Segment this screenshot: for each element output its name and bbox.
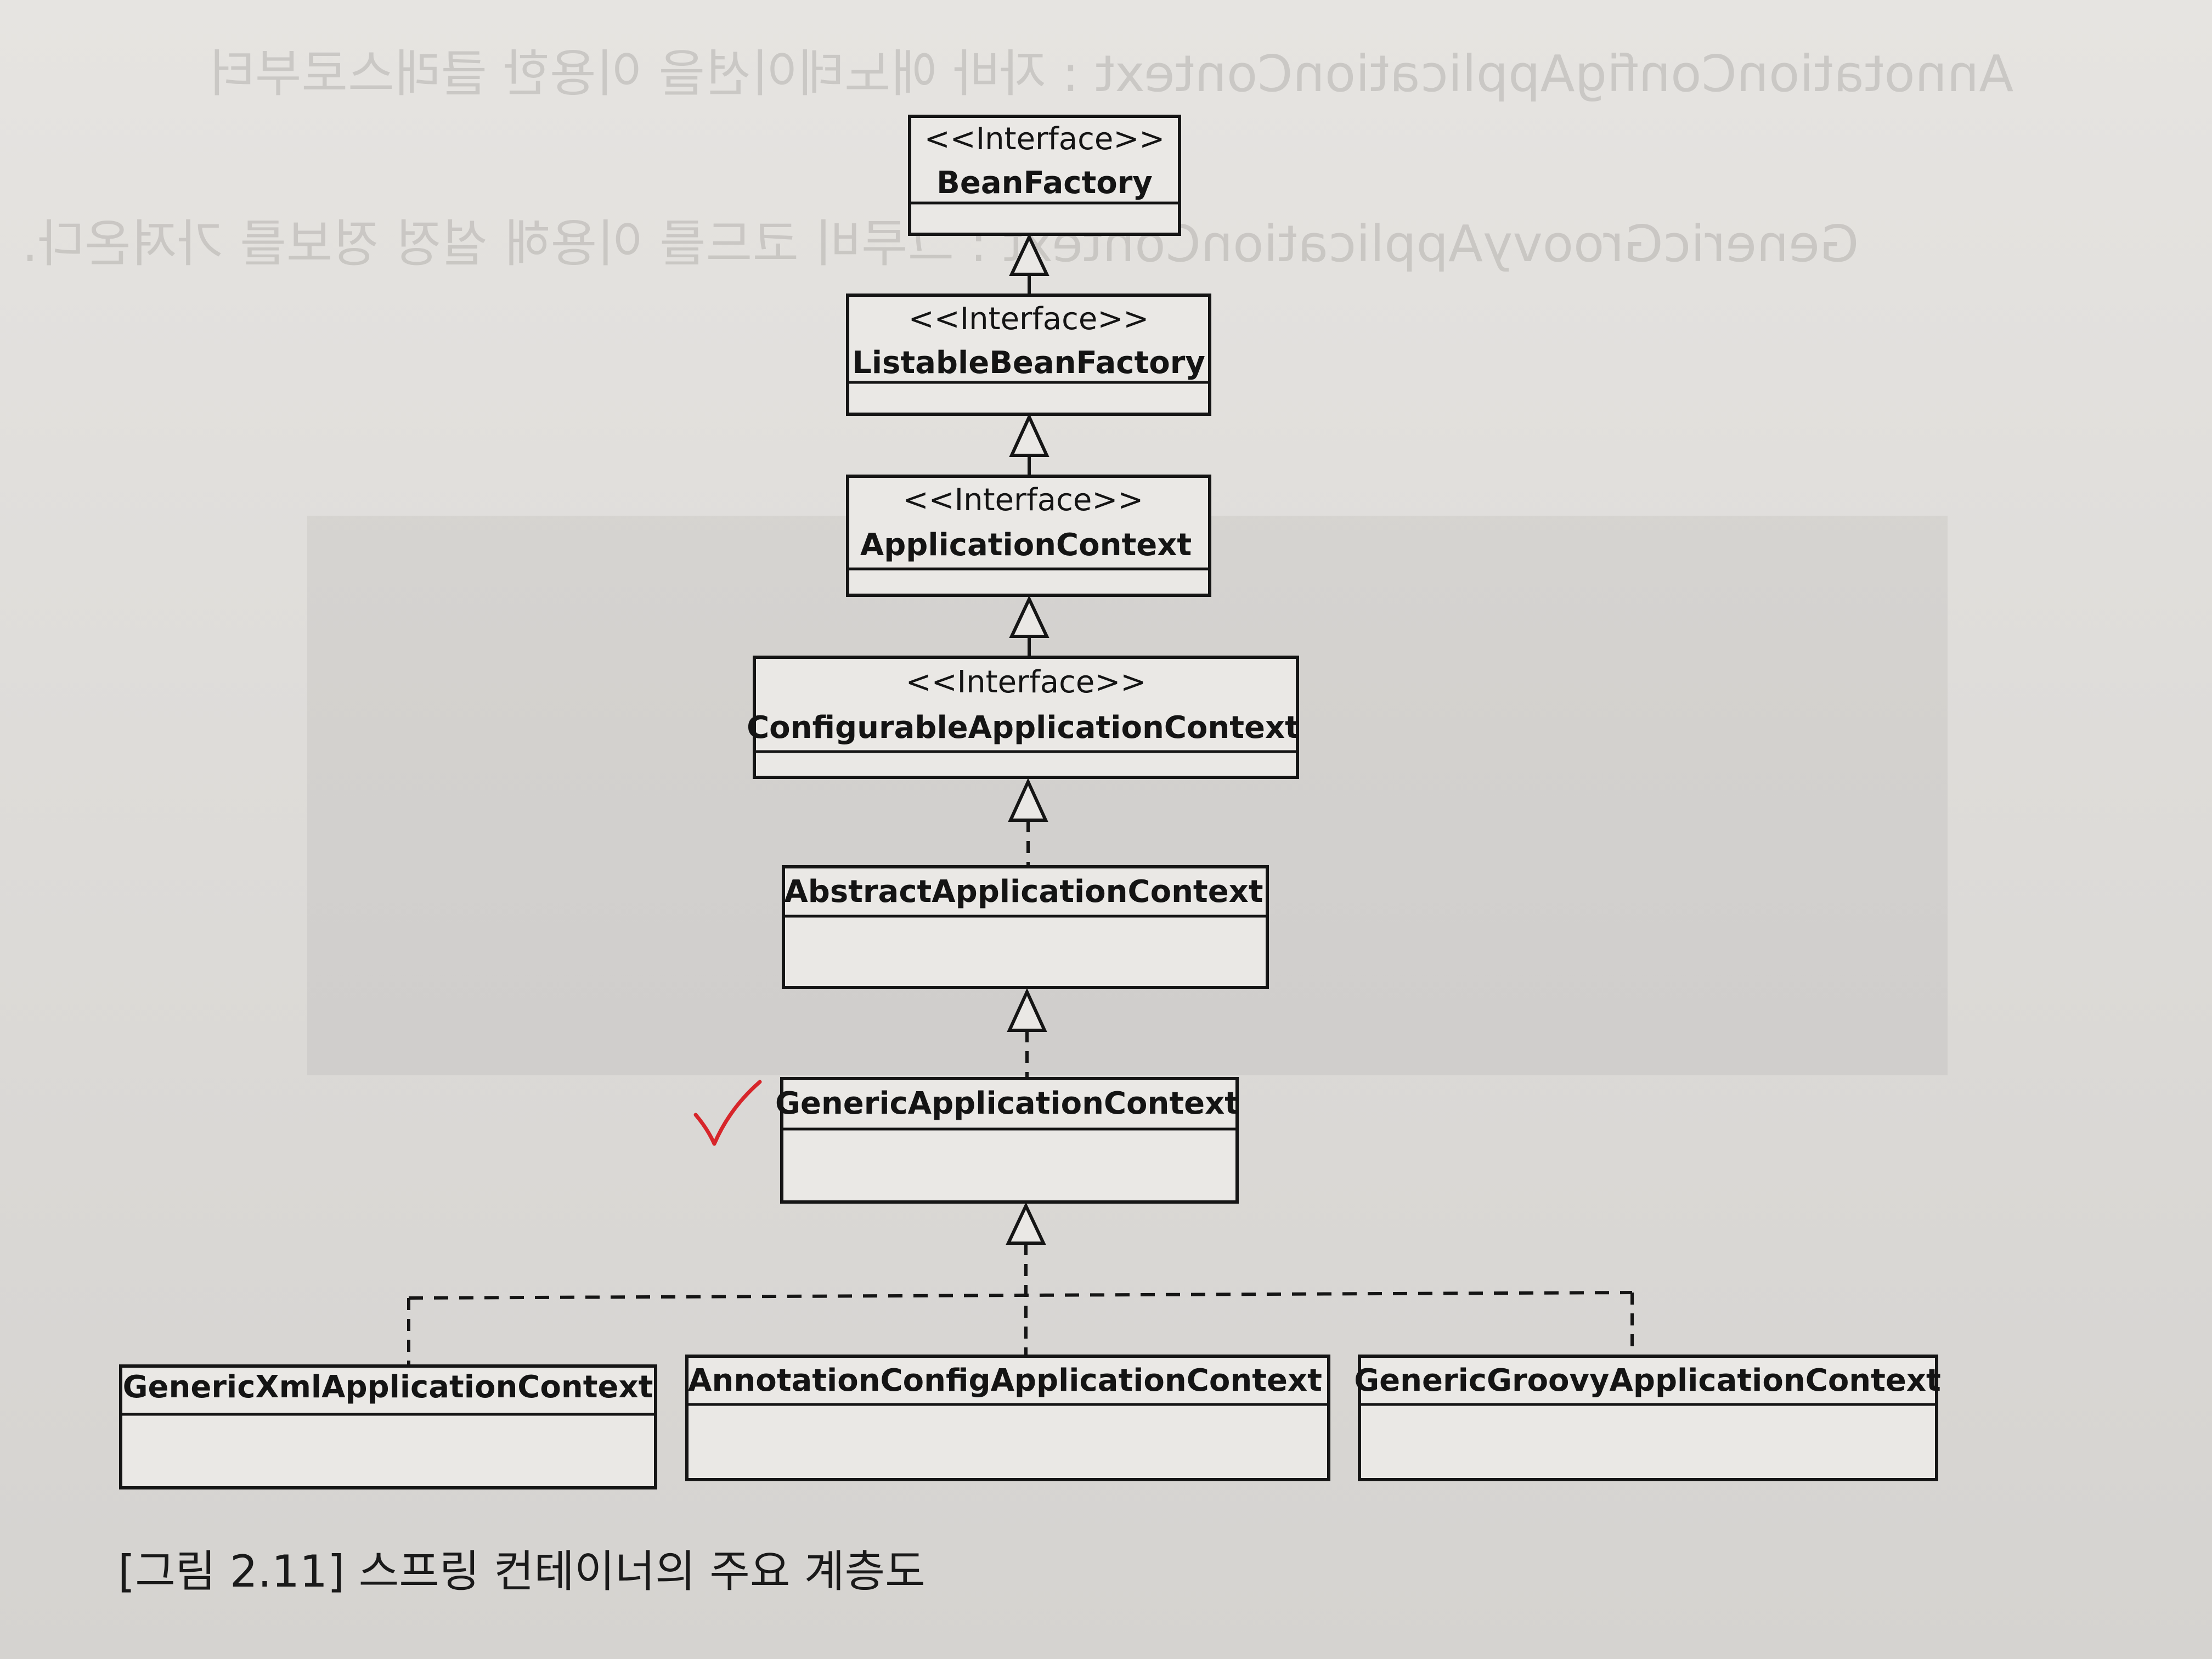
class-name-generic-application-context: GenericApplicationContext bbox=[775, 1086, 1239, 1121]
class-name-listable-bean-factory: ListableBeanFactory bbox=[852, 345, 1205, 381]
box-abstract-application-context: AbstractApplicationContext bbox=[782, 865, 1269, 989]
stereotype-label: <<Interface>> bbox=[903, 482, 1143, 518]
class-name-application-context: ApplicationContext bbox=[860, 527, 1192, 563]
stereotype-label: <<Interface>> bbox=[909, 301, 1149, 337]
arrow-configurable-to-application-context bbox=[1009, 595, 1049, 657]
box-application-context: <<Interface>> ApplicationContext bbox=[846, 475, 1211, 597]
stereotype-label: <<Interface>> bbox=[906, 664, 1146, 700]
box-bean-factory: <<Interface>> BeanFactory bbox=[908, 115, 1181, 236]
arrow-listable-to-bean-factory bbox=[1009, 233, 1049, 295]
class-name-configurable-application-context: ConfigurableApplicationContext bbox=[747, 710, 1300, 746]
arrow-application-context-to-listable bbox=[1009, 413, 1049, 476]
stereotype-label: <<Interface>> bbox=[924, 121, 1165, 157]
box-annotation-config-application-context: AnnotationConfigApplicationContext bbox=[685, 1355, 1330, 1481]
box-generic-groovy-application-context: GenericGroovyApplicationContext bbox=[1354, 1355, 1941, 1481]
figure-caption: [그림 2.11] 스프링 컨테이너의 주요 계층도 bbox=[118, 1546, 926, 1597]
box-listable-bean-factory: <<Interface>> ListableBeanFactory bbox=[846, 294, 1211, 416]
class-name-generic-groovy-application-context: GenericGroovyApplicationContext bbox=[1354, 1363, 1941, 1398]
check-mark bbox=[693, 1080, 762, 1146]
arrow-generic-to-abstract bbox=[1007, 988, 1047, 1079]
class-name-abstract-application-context: AbstractApplicationContext bbox=[784, 874, 1263, 910]
arrow-subclasses-to-generic bbox=[407, 1201, 1634, 1366]
arrow-abstract-to-configurable bbox=[1008, 777, 1048, 867]
box-generic-xml-application-context: GenericXmlApplicationContext bbox=[119, 1364, 657, 1489]
box-generic-application-context: GenericApplicationContext bbox=[775, 1077, 1239, 1204]
box-configurable-application-context: <<Interface>> ConfigurableApplicationCon… bbox=[747, 656, 1300, 779]
class-name-bean-factory: BeanFactory bbox=[936, 165, 1153, 201]
class-name-generic-xml-application-context: GenericXmlApplicationContext bbox=[123, 1369, 653, 1405]
class-name-annotation-config-application-context: AnnotationConfigApplicationContext bbox=[688, 1363, 1322, 1398]
